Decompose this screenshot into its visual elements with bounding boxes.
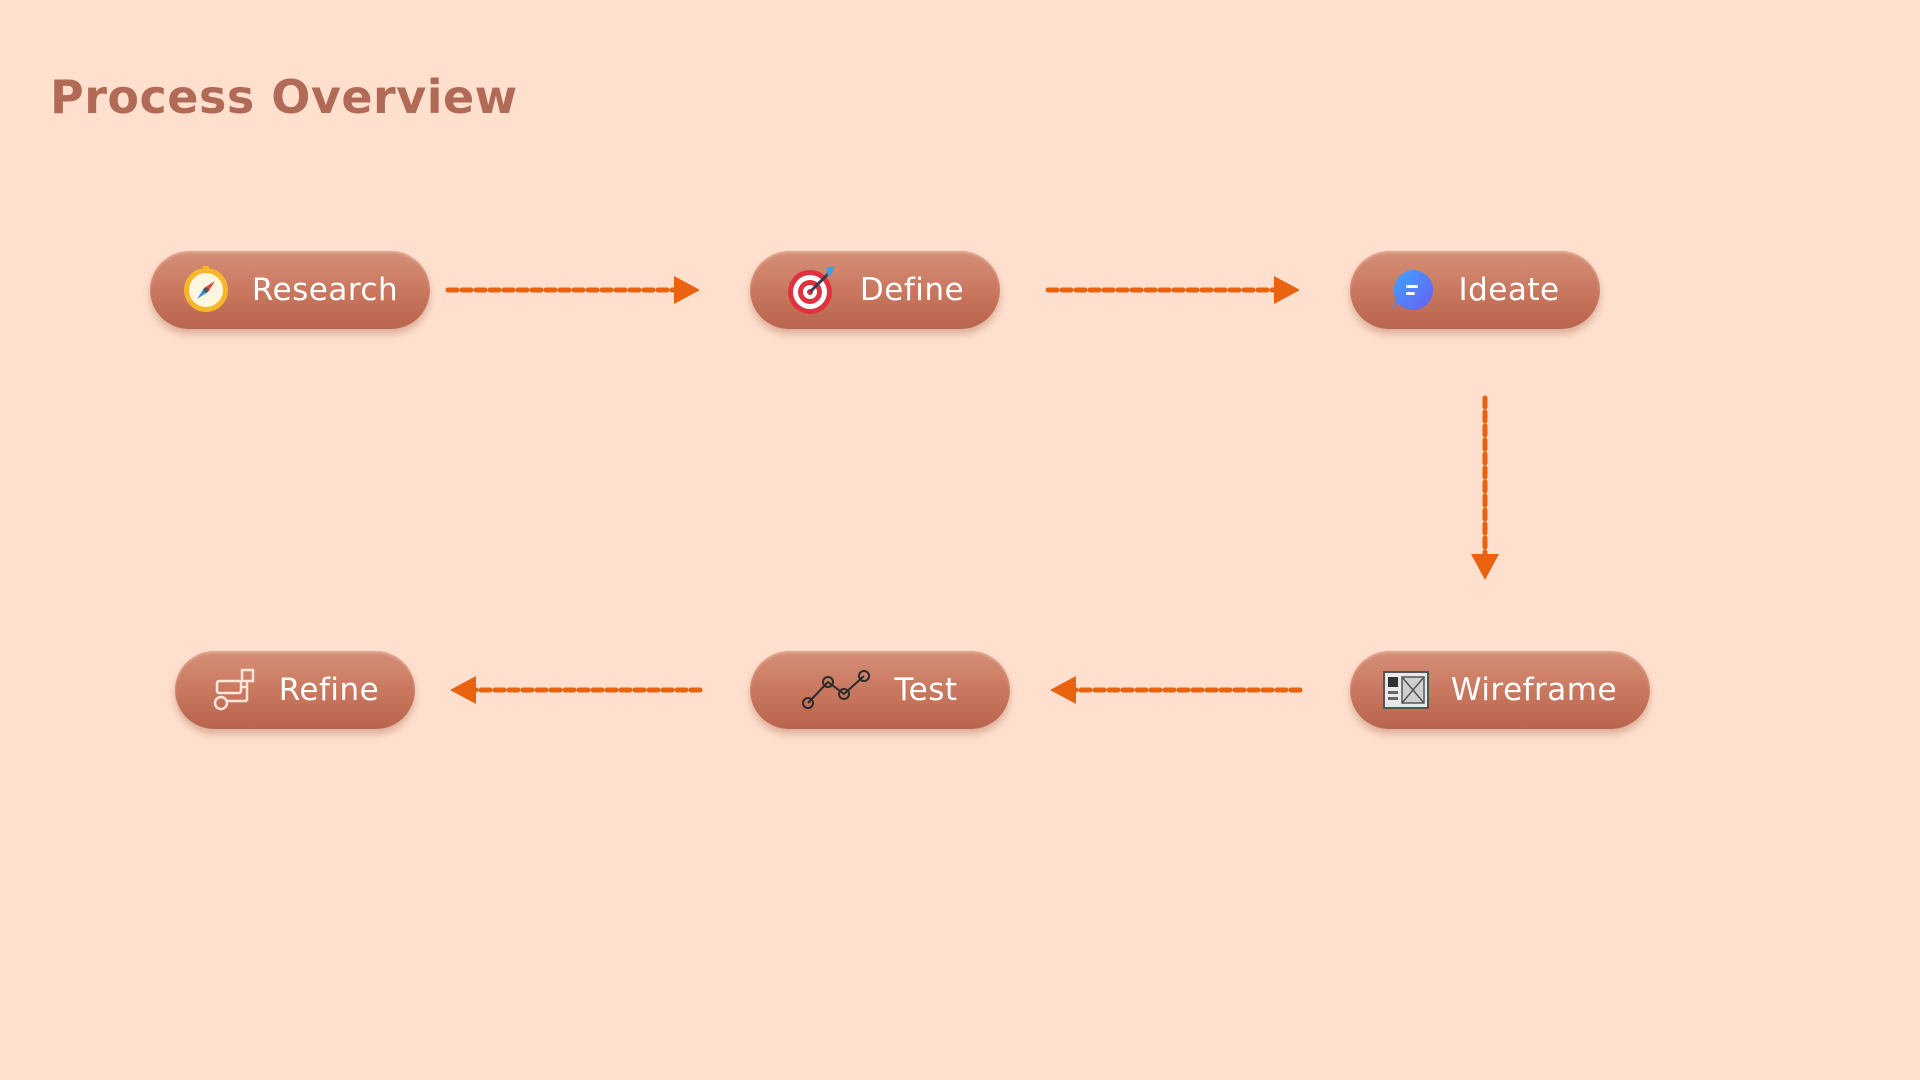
step-research[interactable]: Research xyxy=(150,251,430,329)
step-ideate[interactable]: Ideate xyxy=(1350,251,1600,329)
wireframe-icon xyxy=(1382,671,1429,709)
target-icon xyxy=(786,264,838,316)
step-wireframe[interactable]: Wireframe xyxy=(1350,651,1650,729)
step-test[interactable]: Test xyxy=(750,651,1010,729)
compass-icon xyxy=(182,266,230,314)
arrow-wireframe-to-test xyxy=(1050,676,1303,704)
page-title: Process Overview xyxy=(50,70,518,124)
arrow-define-to-ideate xyxy=(1045,276,1300,304)
arrow-test-to-refine xyxy=(450,676,703,704)
step-define[interactable]: Define xyxy=(750,251,1000,329)
arrow-research-to-define xyxy=(445,276,700,304)
step-label: Wireframe xyxy=(1450,672,1618,708)
step-label: Research xyxy=(251,272,399,308)
step-label: Ideate xyxy=(1458,272,1560,308)
chat-bubble-icon xyxy=(1390,267,1436,313)
arrow-ideate-to-wireframe xyxy=(1471,395,1499,580)
step-label: Test xyxy=(894,672,958,708)
flow-shapes-icon xyxy=(211,667,257,713)
line-chart-icon xyxy=(802,670,872,710)
step-label: Define xyxy=(859,272,965,308)
step-refine[interactable]: Refine xyxy=(175,651,415,729)
step-label: Refine xyxy=(278,672,380,708)
